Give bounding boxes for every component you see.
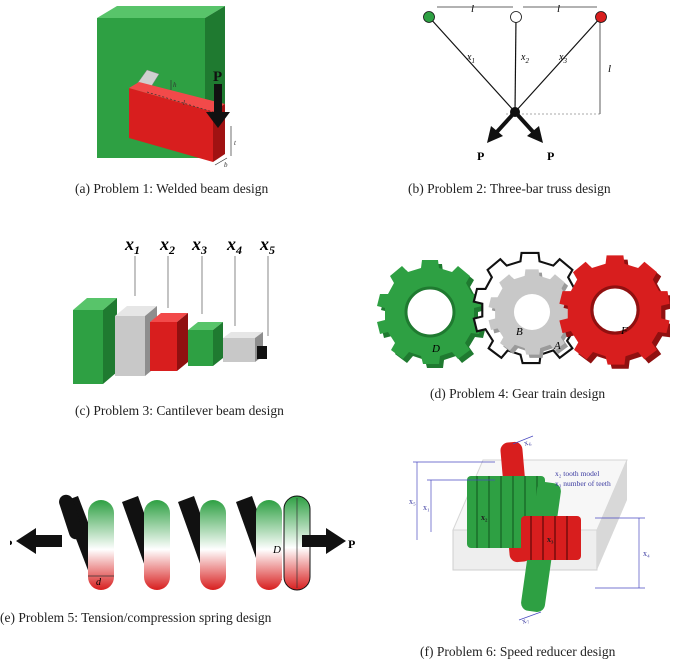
segment-1-top [73,298,117,310]
legend-line-2: x₃ number of teeth [555,479,611,488]
coil-4 [256,500,282,590]
housing-side [597,460,627,570]
bar-1 [428,16,516,113]
load-label: P [213,69,222,85]
dim-x5-label: x₅ [409,497,416,506]
gear-d [377,260,486,368]
label-x4: x4 [226,234,242,257]
dim-x1-label: x₁ [423,503,430,512]
segment-1-side [103,298,117,384]
dim-x4-label: x₄ [643,549,650,558]
label-x3: x3 [191,234,207,257]
panel-cantilever-beam: x1 x2 x3 x4 x5 [65,228,295,393]
caption-d: (d) Problem 4: Gear train design [430,386,606,401]
bar-3 [514,16,602,113]
load-arrow-right-shaft [513,110,537,136]
bar-2-label: x2 [520,52,529,65]
load-right-label: P [547,149,554,163]
coil-1 [88,500,114,590]
gear-b-label: B [516,326,523,338]
caption-a: (a) Problem 1: Welded beam design [75,181,269,196]
dim-x6-label: x₆ [523,437,533,448]
gear-d-hole [406,288,454,336]
segment-4-side [213,322,223,366]
load-arrow-left-head [487,126,503,143]
gear-x2-label: x₂ [481,513,488,522]
spring-end-left [59,494,83,540]
spring-illustration: P P d D [5,494,355,591]
dim-h-label: h [173,81,177,89]
caption-f: (f) Problem 6: Speed reducer design [420,644,616,659]
panel-three-bar-truss: l l l x1 x2 x3 P P [415,0,640,170]
load-arrow-right-head [527,126,543,143]
beam-top [129,82,225,112]
speed-reducer-illustration: x₂ tooth model x₃ number of teeth x₅ x₁ … [409,435,650,626]
beam-front [129,88,213,162]
welded-beam-illustration: P h l t b [97,6,237,169]
dim-b-line [214,157,228,166]
segment-3-top [150,313,188,322]
dimension-lines [413,435,645,621]
panel-spring: P P d D [5,488,355,598]
caption-c: (c) Problem 3: Cantilever beam design [75,403,284,418]
segment-3-side [177,313,188,371]
dim-l-line [146,91,214,113]
support-right [595,11,607,23]
panel-welded-beam: P h l t b [85,0,265,175]
segment-3-front [150,322,177,371]
legend-line-1: x₂ tooth model [555,469,599,478]
dim-t-label: t [234,139,237,147]
truss-illustration: l l l x1 x2 x3 P P [423,3,611,163]
segment-4-front [188,330,213,366]
dim-d-label: d [96,577,102,588]
load-arrow-head [206,112,230,128]
segment-2-front [115,316,145,376]
load-left-label: P [10,537,12,551]
support-middle [510,11,522,23]
dim-l-vertical-label: l [608,63,611,75]
label-x2: x2 [159,234,175,257]
segment-5-top [223,332,263,338]
gear-a-label: A [553,340,561,352]
segment-4-top [188,322,223,330]
dim-l-left-label: l [471,3,474,15]
dim-x7-label: x₇ [521,615,531,626]
panel-gear-train: D B A F [370,240,674,380]
gear-a [488,269,578,358]
segment-5-front [223,338,255,362]
arrow-right [302,528,346,554]
dim-b-label: b [224,161,228,169]
gear-f-label: F [620,325,628,337]
dim-l-label: l [183,99,185,107]
load-arrow-left-shaft [493,110,517,136]
coil-3 [200,500,226,590]
support-left [423,11,435,23]
wall-top [97,6,225,18]
gear-f [559,255,674,369]
load-right-label: P [348,537,355,551]
cantilever-illustration: x1 x2 x3 x4 x5 [73,234,275,384]
panel-speed-reducer: x₂ tooth model x₃ number of teeth x₅ x₁ … [405,430,680,630]
segment-2-top [115,306,157,316]
gear-d-label: D [431,343,440,355]
dim-D-label: D [272,544,281,556]
arrow-left [16,528,62,554]
tip-end [257,346,267,359]
coil-2 [144,500,170,590]
gear-small-teeth [530,516,568,560]
bar-3-label: x3 [558,52,567,65]
bar-2 [514,16,517,113]
label-x1: x1 [124,234,140,257]
load-left-label: P [477,149,484,163]
label-x5: x5 [259,234,275,257]
gear-x3-label: x₃ [547,535,554,544]
caption-e: (e) Problem 5: Tension/compression sprin… [0,610,272,625]
bar-1-label: x1 [466,52,475,65]
dim-l-right-label: l [557,3,560,15]
segment-1-front [73,310,103,384]
load-arrow-shaft [214,84,222,114]
gear-train-illustration: D B A F [377,251,674,369]
caption-b: (b) Problem 2: Three-bar truss design [408,181,611,196]
